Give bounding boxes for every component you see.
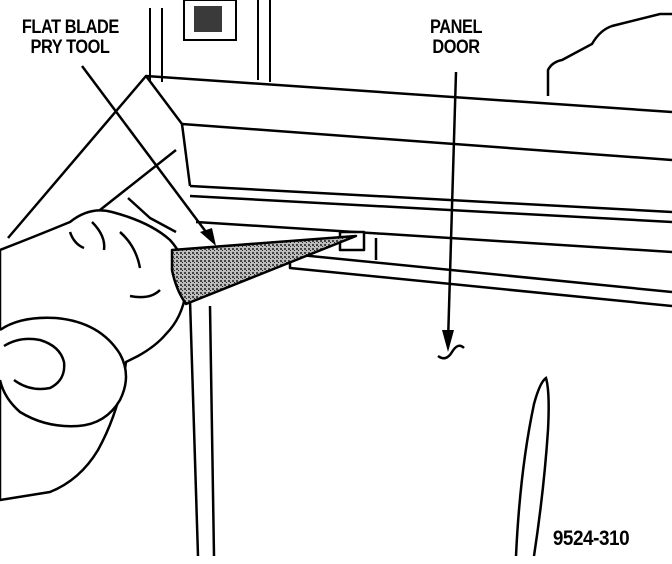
door-edge-lines (188, 299, 216, 557)
figure-number: 9524-310 (552, 527, 630, 550)
pry-tool-blade (170, 234, 358, 306)
hand-glove (0, 209, 188, 502)
panel-door-label: PANEL DOOR (422, 18, 491, 58)
panel-leader-arrowhead (442, 330, 454, 352)
panel-door-label-line1: PANEL (429, 17, 483, 38)
pry-tool-label-line2: PRY TOOL (30, 37, 110, 58)
panel-door-label-line2: DOOR (432, 37, 480, 58)
tool-leader-arrowhead (200, 228, 216, 246)
panel-leader-line (446, 71, 458, 343)
pry-tool-label-line1: FLAT BLADE (21, 17, 119, 38)
door-frame-upper (149, 0, 271, 82)
trim-upper-right (546, 12, 672, 96)
panel-leader-tail (437, 344, 465, 360)
tool-leader-line (80, 65, 214, 241)
trim-lower-right (514, 376, 550, 557)
leader-lines (80, 65, 465, 360)
pry-tool-label: FLAT BLADE PRY TOOL (21, 17, 119, 58)
